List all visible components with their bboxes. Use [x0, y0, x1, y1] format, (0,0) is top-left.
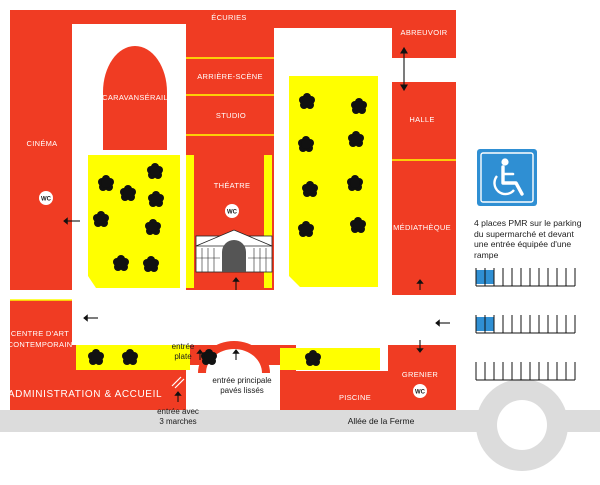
direction-arrow [196, 349, 204, 360]
label-cinema: CINÉMA [27, 139, 58, 148]
parking-row [475, 268, 576, 287]
pmr-info-text: 4 places PMR sur le parking du supermarc… [474, 218, 582, 260]
direction-arrow [232, 277, 240, 290]
label-studio: STUDIO [216, 111, 246, 120]
tree [351, 98, 367, 114]
entrance-main-line1: entrée principale [212, 376, 272, 385]
entrance-plate-line2: plate [174, 352, 192, 361]
parking-row [475, 315, 576, 334]
label-grenier: GRENIER [402, 370, 439, 379]
tree [201, 349, 217, 365]
tree [299, 93, 315, 109]
building-dividers [10, 57, 456, 301]
parking-row [475, 362, 576, 381]
tree [305, 350, 321, 366]
walkway-abreuvoir [392, 58, 456, 82]
direction-arrow [174, 391, 182, 402]
garden-theatre-right [264, 155, 272, 288]
wc-text-theatre: WC [227, 210, 238, 216]
garden-south-east [280, 348, 380, 370]
theatre-facade-icon [195, 229, 273, 273]
tree [298, 136, 314, 152]
roundabout-island [497, 400, 547, 450]
road-strip [0, 410, 600, 432]
label-caravanserail: CARAVANSÉRAIL [102, 93, 168, 102]
entrance-steps-line2: 3 marches [159, 417, 196, 426]
entrance-labels: entrée plate entrée principale pavés lis… [157, 342, 272, 426]
label-theatre: THÉATRE [214, 181, 251, 190]
label-abreuvoir: ABREUVOIR [401, 28, 448, 37]
tree [143, 256, 159, 272]
tree [122, 349, 138, 365]
double-arrow-abreuvoir [400, 46, 408, 92]
wheelchair-icon [477, 149, 537, 206]
tree [98, 175, 114, 191]
entrance-main-line2: pavés lissés [220, 386, 264, 395]
street-name: Allée de la Ferme [348, 416, 415, 426]
wc-text-grenier: WC [415, 390, 426, 396]
tree [298, 221, 314, 237]
caravanserail-building [103, 46, 167, 150]
label-centre-art-1: CENTRE D'ART [11, 329, 69, 338]
entrance-steps-line1: entrée avec [157, 407, 199, 416]
label-piscine: PISCINE [339, 393, 371, 402]
wc-badge-cinema: WC [39, 191, 53, 205]
direction-arrow [232, 349, 240, 360]
wc-badge-grenier: WC [413, 384, 427, 398]
tree [120, 185, 136, 201]
tree [347, 175, 363, 191]
direction-arrow [416, 279, 424, 290]
parking-lot [475, 268, 576, 381]
direction-arrow [416, 340, 424, 353]
tree [145, 219, 161, 235]
walkway-west-gap [10, 290, 74, 300]
direction-arrow [63, 217, 80, 225]
wc-badge-theatre: WC [225, 204, 239, 218]
tree [148, 191, 164, 207]
tree [88, 349, 104, 365]
label-centre-art-2: CONTEMPORAIN [8, 340, 73, 349]
tree [113, 255, 129, 271]
label-administration: ADMINISTRATION & ACCUEIL [8, 389, 162, 400]
label-ecuries: ÉCURIES [211, 13, 246, 22]
tree [302, 181, 318, 197]
steps-marker [171, 376, 185, 389]
label-arriere-scene: ARRIÈRE-SCÈNE [197, 72, 263, 81]
garden-theatre-left [186, 155, 194, 288]
wc-text-cinema: WC [41, 197, 52, 203]
theatre-block [194, 155, 264, 233]
direction-arrow [83, 314, 98, 322]
entrance-arc-inner [206, 349, 262, 373]
entrance-plate-line1: entrée [172, 342, 195, 351]
walkway-south [72, 290, 382, 345]
wc-badges: WC WC WC [39, 191, 427, 398]
arrows [63, 46, 450, 402]
label-mediatheque: MÉDIATHÈQUE [393, 223, 451, 232]
tree [147, 163, 163, 179]
walkway-east-entry [382, 295, 456, 345]
direction-arrow [435, 319, 450, 327]
building-labels: ÉCURIES ABREUVOIR ARRIÈRE-SCÈNE STUDIO C… [8, 13, 451, 402]
tree [350, 217, 366, 233]
label-halle: HALLE [409, 115, 434, 124]
trees [88, 93, 367, 366]
road [0, 379, 600, 471]
tree [93, 211, 109, 227]
tree [348, 131, 364, 147]
